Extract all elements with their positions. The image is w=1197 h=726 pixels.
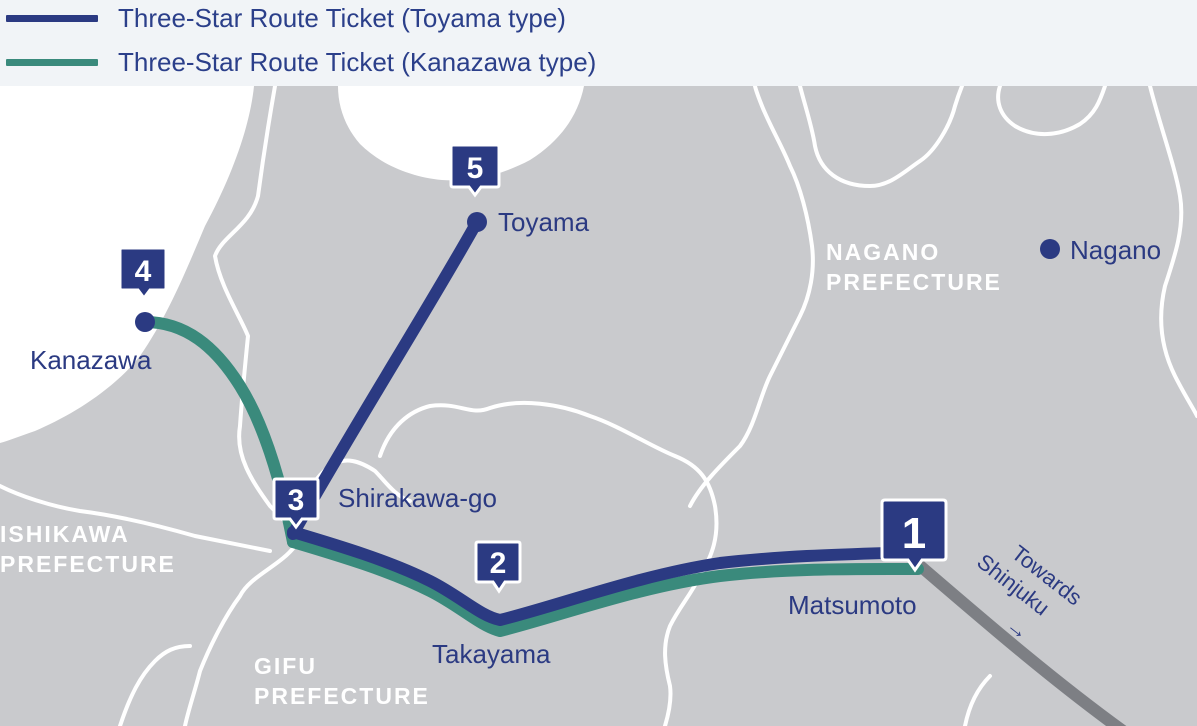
border-east: [1148, 86, 1197, 418]
marker-5-pin: [449, 143, 501, 198]
city-label-shirakawago: Shirakawa-go: [338, 483, 497, 513]
legend-item-kanazawa: Three-Star Route Ticket (Kanazawa type): [0, 42, 596, 82]
city-dot-nagano: [1040, 239, 1060, 259]
border-north-a: [798, 86, 964, 188]
marker-3-pin: [272, 477, 320, 530]
legend: Three-Star Route Ticket (Toyama type) Th…: [0, 0, 1197, 86]
route-toyama-trunk: [287, 526, 924, 626]
city-dot-kanazawa: [135, 312, 155, 332]
prefecture-label-nagano-line1: NAGANO: [826, 239, 940, 265]
city-label-kanazawa: Kanazawa: [30, 345, 152, 375]
legend-label-toyama: Three-Star Route Ticket (Toyama type): [118, 2, 566, 33]
city-label-toyama: Toyama: [498, 207, 590, 237]
marker-1-pin: [880, 498, 948, 573]
route-extension-shinjuku: [912, 558, 1127, 726]
marker-2-number: 2: [490, 547, 507, 580]
route-toyama-branch: [287, 216, 483, 540]
marker-4-number: 4: [135, 255, 152, 288]
border-southeast: [963, 674, 992, 726]
border-lines: [0, 86, 1197, 726]
marker-5-number: 5: [467, 152, 484, 185]
border-hida: [378, 400, 719, 726]
prefecture-label-gifu-line2: PREFECTURE: [254, 683, 430, 709]
marker-3: 3: [272, 477, 320, 530]
marker-4-pin: [118, 246, 168, 301]
marker-2-pin: [474, 540, 522, 594]
map: Toyama Kanazawa Shirakawa-go Takayama Ma…: [0, 86, 1197, 726]
city-label-nagano: Nagano: [1070, 235, 1161, 265]
legend-item-toyama: Three-Star Route Ticket (Toyama type): [0, 0, 566, 38]
border-ishikawa-toyama: [183, 86, 299, 726]
marker-1: 1: [880, 498, 948, 573]
prefecture-label-gifu-line1: GIFU: [254, 653, 317, 679]
city-dot-toyama: [467, 212, 487, 232]
city-label-takayama: Takayama: [432, 639, 551, 669]
toyama-bay: [338, 86, 584, 181]
prefecture-label-ishikawa-line2: PREFECTURE: [0, 551, 176, 577]
marker-2: 2: [474, 540, 522, 594]
prefecture-label-nagano-line2: PREFECTURE: [826, 269, 1002, 295]
marker-4: 4: [118, 246, 168, 301]
border-ishikawa-gifu: [0, 484, 272, 553]
prefecture-label-ishikawa-line1: ISHIKAWA: [0, 521, 130, 547]
marker-1-number: 1: [902, 509, 926, 558]
border-southwest: [118, 644, 192, 726]
border-north-b: [996, 86, 1107, 137]
legend-label-kanazawa: Three-Star Route Ticket (Kanazawa type): [118, 46, 597, 77]
routes: [139, 216, 1127, 726]
border-gifu-nagano: [688, 86, 815, 508]
marker-3-number: 3: [288, 484, 305, 517]
legend-swatch-toyama: [6, 14, 98, 22]
marker-5: 5: [449, 143, 501, 198]
city-label-matsumoto: Matsumoto: [788, 590, 917, 620]
route-kanazawa-trunk: [287, 536, 924, 637]
legend-swatch-kanazawa: [6, 58, 98, 66]
